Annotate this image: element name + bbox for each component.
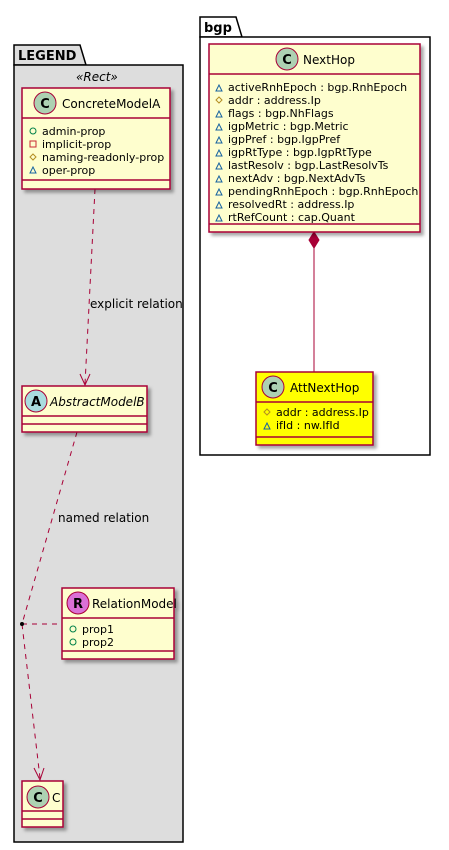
package-visibility-icon xyxy=(215,161,223,170)
relation-explicit-arrowhead xyxy=(79,373,91,387)
class-concrete-model-a-name: ConcreteModelA xyxy=(62,97,161,111)
package-bgp-label: bgp xyxy=(204,21,232,36)
package-visibility-icon xyxy=(215,200,223,209)
attribute: lastResolv : bgp.LastResolvTs xyxy=(228,159,389,172)
relation-explicit-label: explicit relation xyxy=(90,297,183,311)
class-kind-icon xyxy=(66,591,90,615)
public-icon xyxy=(69,625,77,633)
class-c-name: C xyxy=(52,791,60,805)
class-relation-model-name: RelationModel xyxy=(92,597,177,611)
package-visibility-icon xyxy=(215,148,223,157)
class-abstract-model-b[interactable]: A AbstractModelB xyxy=(21,385,148,433)
attribute: addr : address.Ip xyxy=(276,406,369,419)
protected-icon xyxy=(29,153,37,161)
protected-icon xyxy=(263,408,271,416)
relation-named-line xyxy=(21,431,78,779)
package-legend-stereotype: «Rect» xyxy=(76,70,118,84)
class-concrete-model-a[interactable]: C ConcreteModelA admin-prop implicit-pro… xyxy=(21,87,171,190)
package-legend-label: LEGEND xyxy=(18,49,77,64)
class-att-next-hop-name: AttNextHop xyxy=(290,381,359,395)
public-icon xyxy=(69,638,77,646)
class-kind-icon xyxy=(261,375,285,399)
package-legend: LEGEND «Rect» xyxy=(13,44,184,843)
attribute: implicit-prop xyxy=(42,138,111,151)
attribute: prop1 xyxy=(82,623,114,636)
class-kind-letter: R xyxy=(73,597,83,612)
class-kind-letter: A xyxy=(31,395,41,410)
class-kind-letter: C xyxy=(33,791,43,806)
class-kind-letter: C xyxy=(40,97,50,112)
package-visibility-icon xyxy=(215,109,223,118)
attribute: addr : address.Ip xyxy=(228,94,321,107)
class-next-hop[interactable]: C NextHop activeRnhEpoch : bgp.RnhEpoch … xyxy=(208,43,421,233)
package-visibility-icon xyxy=(263,421,271,430)
class-att-next-hop[interactable]: C AttNextHop addr : address.Ip ifId : nw… xyxy=(255,371,374,446)
attribute: rtRefCount : cap.Quant xyxy=(228,211,356,224)
attribute: admin-prop xyxy=(42,125,105,138)
relation-explicit-line xyxy=(84,188,96,385)
package-visibility-icon xyxy=(215,83,223,92)
package-visibility-icon xyxy=(215,135,223,144)
relation-explicit: explicit relation xyxy=(79,188,183,387)
package-visibility-icon xyxy=(215,122,223,131)
attribute: ifId : nw.IfId xyxy=(276,419,340,432)
public-icon xyxy=(29,127,37,135)
relation-named-junction-dot xyxy=(20,622,24,626)
class-next-hop-box xyxy=(208,43,421,233)
attribute: activeRnhEpoch : bgp.RnhEpoch xyxy=(228,81,407,94)
attribute: pendingRnhEpoch : bgp.RnhEpoch xyxy=(228,185,418,198)
attribute: oper-prop xyxy=(42,164,95,177)
attribute: igpPref : bgp.IgpPref xyxy=(228,133,341,146)
relation-named-label: named relation xyxy=(58,511,149,525)
class-relation-model[interactable]: R RelationModel prop1 prop2 xyxy=(61,587,177,660)
package-legend-body xyxy=(13,64,184,843)
class-kind-icon xyxy=(33,91,57,115)
attribute: naming-readonly-prop xyxy=(42,151,164,164)
package-visibility-icon xyxy=(215,174,223,183)
class-c[interactable]: C C xyxy=(21,780,64,828)
private-icon xyxy=(29,140,37,148)
package-visibility-icon xyxy=(215,187,223,196)
package-visibility-icon xyxy=(215,213,223,222)
relation-named: named relation xyxy=(20,431,149,782)
class-kind-icon xyxy=(275,47,299,71)
attribute: resolvedRt : address.Ip xyxy=(228,198,354,211)
class-kind-letter: C xyxy=(282,53,292,68)
attribute: nextAdv : bgp.NextAdvTs xyxy=(228,172,366,185)
protected-icon xyxy=(215,96,223,104)
attribute: flags : bgp.NhFlags xyxy=(228,107,334,120)
attribute: igpRtType : bgp.IgpRtType xyxy=(228,146,372,159)
attribute: igpMetric : bgp.Metric xyxy=(228,120,349,133)
class-abstract-model-b-name: AbstractModelB xyxy=(49,395,145,409)
package-visibility-icon xyxy=(29,165,37,174)
class-next-hop-name: NextHop xyxy=(303,53,355,67)
class-kind-icon xyxy=(26,785,50,809)
class-kind-letter: C xyxy=(268,381,278,396)
relation-composition xyxy=(308,231,320,372)
class-kind-icon xyxy=(24,389,48,413)
attribute: prop2 xyxy=(82,636,114,649)
relation-composition-diamond xyxy=(308,231,320,249)
relation-named-arrowhead xyxy=(33,767,45,782)
